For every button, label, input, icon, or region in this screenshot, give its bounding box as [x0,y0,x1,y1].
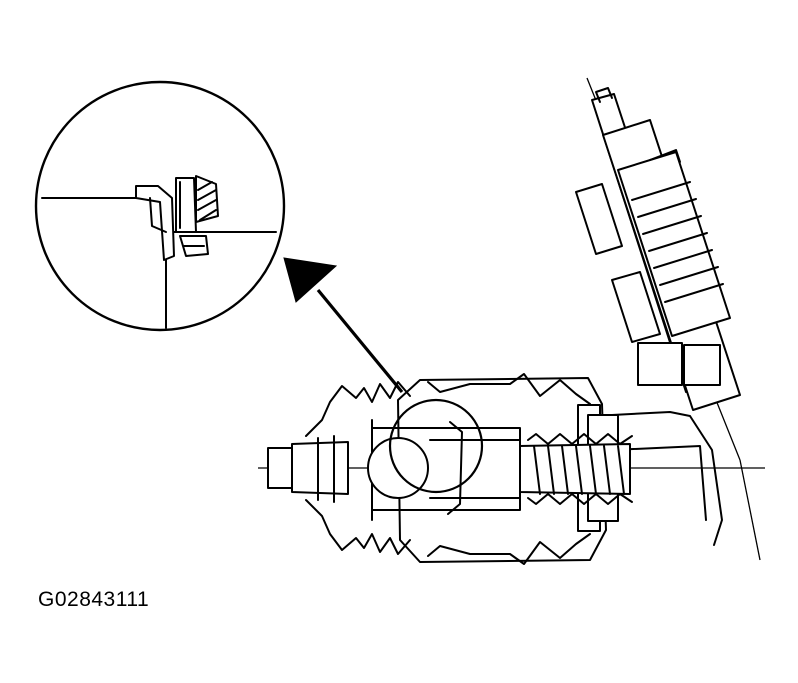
steering-gear-housing [575,77,761,561]
joint-housing [367,377,619,563]
pointer-arrow [283,257,404,394]
seal-hatch [197,181,217,221]
gear-teeth [631,181,724,303]
figure-id-label: G02843111 [38,588,150,611]
detail-callout-circle [388,398,484,494]
dust-boot [305,373,591,565]
magnified-detail [34,80,286,332]
rack-bellows [519,433,633,505]
